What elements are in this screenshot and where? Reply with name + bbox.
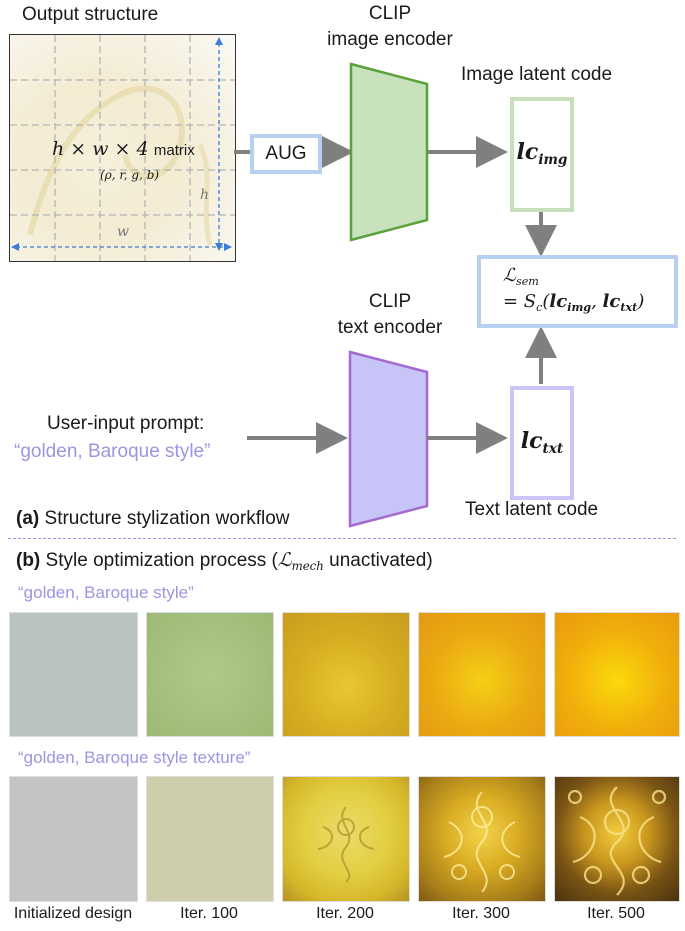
dim-h-label: h [200,187,210,203]
section-divider [8,538,676,539]
caption-a-tag: (a) [16,508,40,529]
loss-arg2-sub: txt [620,300,638,314]
loss-sc: = S [503,291,537,312]
aug-label: AUG [265,143,307,164]
row1-tile-initialized [9,612,138,737]
lc-txt-symbol: lctxt [514,428,570,457]
loss-line2: = Sc(lcimg, lctxt) [503,291,644,314]
matrix-dims: h × w × 4 [52,138,149,160]
ornament-curve [197,143,213,246]
matrix-label: h × w × 4 matrix [52,138,195,161]
row2-tile-iter500 [554,776,680,902]
lc-txt-sub: txt [542,440,564,457]
image-latent-box: lcimg [510,97,574,212]
row2-tile-iter200 [282,776,410,902]
caption-b-text-after: unactivated) [323,550,433,571]
user-prompt-label: User-input prompt: [47,413,205,434]
lc-img-base: lc [516,139,539,165]
matrix-channels: (ρ, r, g, b) [100,168,160,182]
loss-open: ( [542,291,550,312]
caption-a-text: Structure stylization workflow [44,508,290,529]
clip-image-label-line1: CLIP [368,3,412,24]
loss-arg2: lc [602,291,621,312]
text-latent-title: Text latent code [465,499,599,520]
column-label-iter100: Iter. 100 [180,905,238,922]
matrix-suffix: matrix [153,142,195,159]
loss-arg1-sub: img [567,300,592,314]
image-latent-title: Image latent code [461,64,613,85]
caption-b-math-sub: mech [291,559,324,574]
lc-txt-base: lc [520,428,543,454]
row1-tile-iter300 [418,612,546,737]
clip-image-encoder-shape [349,62,429,242]
caption-b-text: Style optimization process ( [45,550,278,571]
row2-tile-iter100 [146,776,274,902]
caption-a: (a) Structure stylization workflow [16,508,289,530]
column-label-iter300: Iter. 300 [452,905,510,922]
workflow-diagram [234,62,557,528]
aug-box: AUG [250,134,322,174]
clip-image-label-line2: image encoder [327,29,453,50]
caption-b-tag: (b) [16,550,41,571]
caption-b: (b) Style optimization process (ℒmech un… [16,549,433,573]
caption-b-math: ℒ [277,549,292,571]
loss-sep: , [591,291,603,312]
clip-text-label-line2: text encoder [337,317,443,338]
row1-tile-iter200 [282,612,410,737]
row2-iter500-pattern [567,786,667,896]
loss-symbol: ℒ [503,265,516,286]
clip-text-label-line1: CLIP [368,291,412,312]
lc-img-symbol: lcimg [514,139,570,168]
row2-iter200-pattern [317,806,375,883]
row2-tile-iter300 [418,776,546,902]
row1-tile-iter100 [146,612,274,737]
column-label-iter200: Iter. 200 [316,905,374,922]
loss-sc-sub: c [536,300,543,314]
ornament-swirl [27,85,185,236]
loss-sub: sem [515,274,539,288]
column-label-iter500: Iter. 500 [587,905,645,922]
text-latent-box: lctxt [510,386,574,500]
lc-img-sub: img [538,151,568,168]
row1-prompt: “golden, Baroque style” [18,583,194,602]
output-structure-panel [9,34,236,262]
dim-w-label: w [117,224,129,240]
loss-close: ) [637,291,645,312]
output-structure-title: Output structure [22,4,159,25]
row2-prompt: “golden, Baroque style texture” [18,748,251,767]
loss-arg1: lc [549,291,568,312]
row2-tile-initialized [9,776,138,902]
column-label-initialized: Initialized design [13,905,133,922]
row2-iter300-pattern [443,791,521,893]
row1-tile-iter500 [554,612,680,737]
user-prompt-value: “golden, Baroque style” [14,441,211,462]
loss-line1: ℒsem [503,265,539,288]
clip-text-encoder-shape [348,350,429,528]
semantic-loss-box: ℒsem = Sc(lcimg, lctxt) [477,255,678,328]
output-structure-grid [10,35,235,261]
